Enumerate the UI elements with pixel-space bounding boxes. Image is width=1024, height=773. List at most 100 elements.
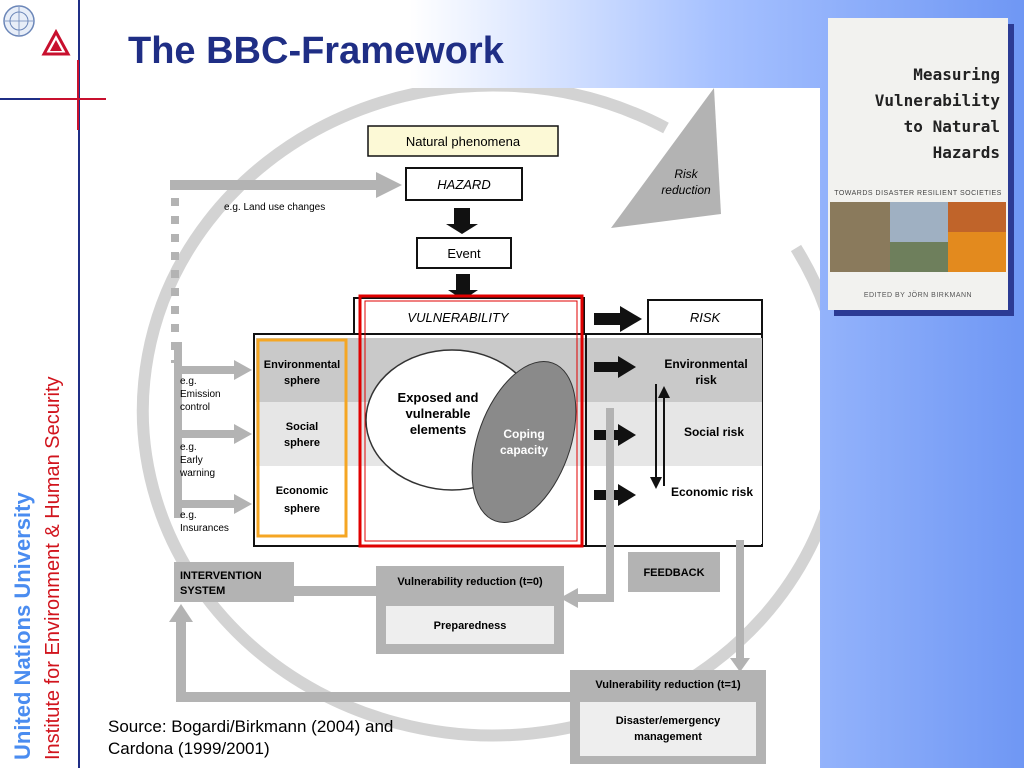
env-risk-label-1: Environmental xyxy=(664,357,747,371)
coping-capacity-ellipse xyxy=(471,361,577,523)
eg-warning-2: Early xyxy=(180,455,203,466)
hazard-label: HAZARD xyxy=(437,177,490,192)
feedback-t1-arrowhead xyxy=(730,658,750,672)
hazard-box xyxy=(405,167,523,201)
preparedness-box xyxy=(386,606,554,644)
intervention-label-1: INTERVENTION xyxy=(180,570,262,582)
bottom-return-vertical xyxy=(176,618,186,702)
hazard-event-arrow xyxy=(454,208,470,224)
env-risk-arrow xyxy=(594,362,620,372)
sidebar-divider xyxy=(78,0,80,768)
sphere-frame xyxy=(256,338,348,538)
red-cross-vertical xyxy=(77,60,79,130)
book-editor: EDITED BY JÖRN BIRKMANN xyxy=(863,292,973,299)
intervention-trunk xyxy=(174,342,182,518)
disaster-label-1: Disaster/emergency xyxy=(616,715,721,727)
eg-emission-3: control xyxy=(180,402,210,413)
risk-reduction-loop xyxy=(136,79,849,742)
source-citation: Source: Bogardi/Birkmann (2004) and Card… xyxy=(108,716,393,760)
natural-phenomena-box xyxy=(367,125,559,157)
intervention-system-box xyxy=(174,562,294,602)
sidebar-institute-name: Institute for Environment & Human Securi… xyxy=(42,376,64,761)
feedback-t0-arrowhead xyxy=(560,588,578,608)
feedback-t0-vertical xyxy=(606,408,614,598)
book-title-line-4: Hazards xyxy=(932,143,1000,162)
env-intervention-arrow xyxy=(182,366,236,374)
vuln-risk-arrow xyxy=(594,313,622,325)
un-emblem-icon xyxy=(3,5,35,37)
coping-label-2: capacity xyxy=(500,443,548,457)
env-sphere-label-1: Environmental xyxy=(264,359,340,371)
eg-emission-1: e.g. xyxy=(180,376,197,387)
page-title: The BBC-Framework xyxy=(128,30,504,72)
disaster-label-2: management xyxy=(634,731,702,743)
exposed-label-3: elements xyxy=(410,422,466,437)
book-title-line-1: Measuring xyxy=(913,65,1000,84)
vr0-label: Vulnerability reduction (t=0) xyxy=(397,576,543,588)
land-use-arrowhead xyxy=(376,172,402,198)
eg-emission-2: Emission xyxy=(180,389,221,400)
env-risk-arrowhead xyxy=(618,356,636,378)
feedback-t0-horizontal xyxy=(576,594,614,602)
land-use-arrow xyxy=(170,180,380,190)
feedback-t1-arrow xyxy=(736,540,744,660)
social-intervention-arrowhead xyxy=(234,424,252,444)
vuln-risk-arrowhead xyxy=(620,306,642,332)
sidebar xyxy=(0,0,78,768)
social-sphere-label-2: sphere xyxy=(284,437,320,449)
econ-sphere-label-2: sphere xyxy=(284,503,320,515)
feedback-box xyxy=(628,552,720,592)
book-photos xyxy=(830,202,1006,272)
vulnerability-frame-inner xyxy=(364,300,578,542)
risk-reduction-label-1: Risk xyxy=(674,167,698,181)
econ-intervention-arrow xyxy=(182,500,236,508)
exposed-label-2: vulnerable xyxy=(405,406,470,421)
econ-intervention-arrowhead xyxy=(234,494,252,514)
risk-box xyxy=(647,299,763,335)
econ-risk-arrowhead xyxy=(618,484,636,506)
eg-insurance-1: e.g. xyxy=(180,510,197,521)
eg-warning-3: warning xyxy=(179,468,215,479)
bbc-framework-diagram: Risk reduction Natural phenomena HAZARD … xyxy=(106,79,849,768)
disaster-management-box xyxy=(580,702,756,756)
event-box xyxy=(416,237,512,269)
env-intervention-arrowhead xyxy=(234,360,252,380)
institute-logo-icon xyxy=(41,28,71,56)
risk-reduction-label-2: reduction xyxy=(661,183,711,197)
book-title: Measuring Vulnerability to Natural Hazar… xyxy=(875,62,1000,166)
env-sphere-label-2: sphere xyxy=(284,375,320,387)
preparedness-label: Preparedness xyxy=(434,620,507,632)
vulnerability-frame xyxy=(358,294,584,548)
social-risk-label: Social risk xyxy=(684,425,744,439)
event-label: Event xyxy=(447,246,481,261)
intervention-link xyxy=(294,586,376,596)
social-intervention-arrow xyxy=(182,430,236,438)
natural-phenomena-label: Natural phenomena xyxy=(406,134,521,149)
vulnerability-header-box xyxy=(353,297,585,335)
book-subtitle: TOWARDS DISASTER RESILIENT SOCIETIES xyxy=(834,190,1002,197)
book-title-line-2: Vulnerability xyxy=(874,91,1000,110)
diagram-canvas: Risk reduction Natural phenomena HAZARD … xyxy=(136,79,849,764)
bottom-return-line xyxy=(176,692,570,702)
bottom-return-arrowhead xyxy=(169,604,193,622)
risk-label: RISK xyxy=(690,310,722,325)
red-cross-horizontal xyxy=(40,98,106,100)
source-line-2: Cardona (1999/2001) xyxy=(108,739,270,758)
intervention-label-2: SYSTEM xyxy=(180,585,225,597)
land-use-label: e.g. Land use changes xyxy=(224,202,325,213)
vr1-label: Vulnerability reduction (t=1) xyxy=(595,679,741,691)
vulnerability-label: VULNERABILITY xyxy=(407,310,509,325)
feedback-label: FEEDBACK xyxy=(643,567,704,579)
social-sphere-label-1: Social xyxy=(286,421,318,433)
social-risk-arrowhead xyxy=(618,424,636,446)
econ-sphere-label-1: Economic xyxy=(276,485,329,497)
sidebar-university-name: United Nations University xyxy=(10,492,35,760)
env-risk-label-2: risk xyxy=(695,373,717,387)
book-title-line-3: to Natural xyxy=(903,117,1000,136)
coping-label-1: Coping xyxy=(503,427,544,441)
econ-risk-label: Economic risk xyxy=(671,485,753,499)
risk-reduction-arrowhead xyxy=(611,88,721,228)
source-line-1: Source: Bogardi/Birkmann (2004) and xyxy=(108,717,394,736)
eg-warning-1: e.g. xyxy=(180,442,197,453)
hazard-event-arrowhead xyxy=(446,224,478,234)
